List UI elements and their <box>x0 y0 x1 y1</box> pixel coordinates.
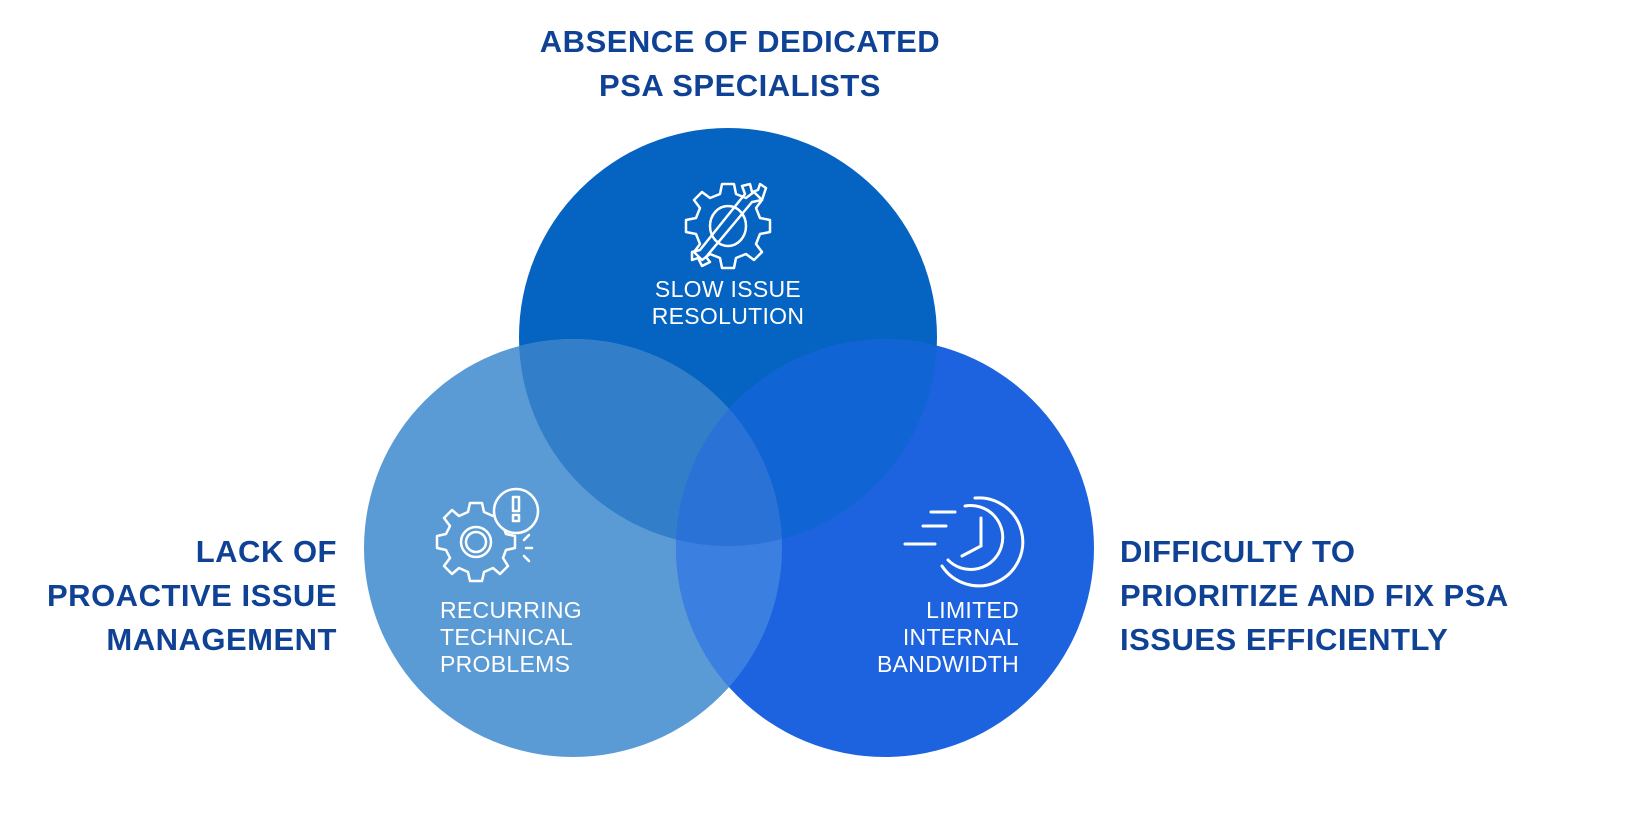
fast-clock-icon <box>903 496 1025 588</box>
heading-right: DIFFICULTY TO PRIORITIZE AND FIX PSA ISS… <box>1120 530 1509 662</box>
heading-top-line: PSA SPECIALISTS <box>599 68 881 103</box>
heading-right-line: DIFFICULTY TO <box>1120 534 1356 569</box>
label-line: BANDWIDTH <box>877 651 1019 677</box>
heading-left-line: LACK OF <box>195 534 337 569</box>
circle-right-label: LIMITED INTERNAL BANDWIDTH <box>877 597 1019 678</box>
label-line: PROBLEMS <box>440 651 571 677</box>
heading-left: LACK OF PROACTIVE ISSUE MANAGEMENT <box>47 530 337 662</box>
overlap-top-left <box>519 339 782 546</box>
heading-top: ABSENCE OF DEDICATED PSA SPECIALISTS <box>440 20 1040 108</box>
label-line: SLOW ISSUE <box>654 276 802 302</box>
overlap-top-right <box>676 339 937 546</box>
label-line: RESOLUTION <box>651 303 805 329</box>
gear-alert-icon <box>435 487 540 583</box>
heading-top-line: ABSENCE OF DEDICATED <box>539 24 941 59</box>
label-line: TECHNICAL <box>440 624 574 650</box>
heading-left-line: PROACTIVE ISSUE <box>47 578 337 613</box>
label-line: LIMITED <box>926 597 1019 623</box>
label-line: RECURRING <box>440 597 582 623</box>
heading-left-line: MANAGEMENT <box>106 622 337 657</box>
circle-left-label: RECURRING TECHNICAL PROBLEMS <box>440 597 582 678</box>
label-line: INTERNAL <box>902 624 1019 650</box>
circle-top-label: SLOW ISSUE RESOLUTION <box>600 276 856 330</box>
heading-right-line: ISSUES EFFICIENTLY <box>1120 622 1449 657</box>
heading-right-line: PRIORITIZE AND FIX PSA <box>1120 578 1509 613</box>
gear-wrench-icon <box>684 182 772 270</box>
